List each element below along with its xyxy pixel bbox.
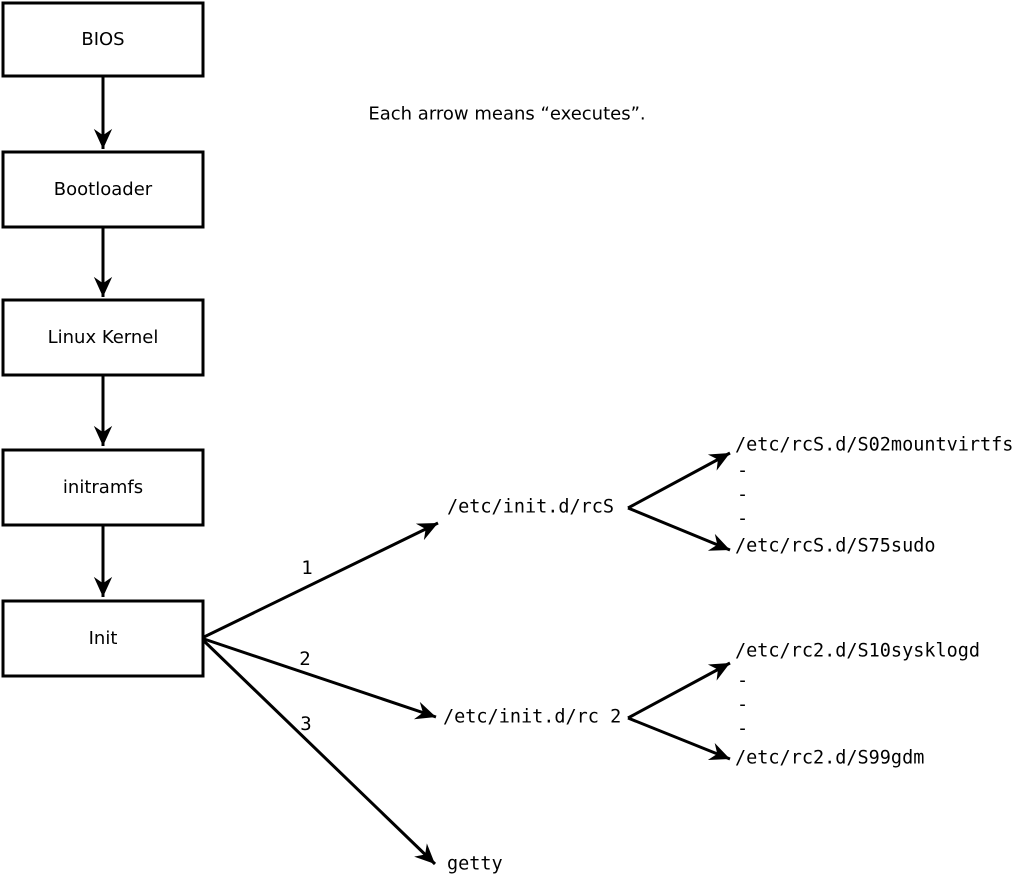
leaf-rc2-s10sysklogd: /etc/rc2.d/S10sysklogd — [735, 641, 980, 662]
chain-boxes: BIOS Bootloader Linux Kernel initramfs I… — [1, 1, 205, 678]
arrow-init-to-rc2-icon — [203, 637, 437, 720]
leaf-rcs-ellipsis-2: - — [737, 485, 748, 506]
box-init-label: Init — [89, 628, 118, 649]
box-bios-label: BIOS — [81, 29, 124, 50]
arrow-rc2-to-s99-icon — [627, 716, 731, 761]
leaf-rcs-s02mountvirtfs: /etc/rcS.d/S02mountvirtfs — [735, 435, 1013, 456]
branch-number-2: 2 — [299, 648, 310, 670]
diagram-caption: Each arrow means “executes”. — [368, 104, 645, 125]
box-initramfs — [1, 448, 205, 527]
box-bios — [1, 1, 205, 78]
arrow-rcs-to-s75-icon — [627, 506, 731, 552]
leaf-rc2-ellipsis-3: - — [737, 719, 748, 740]
box-bootloader-label: Bootloader — [54, 179, 153, 200]
box-initramfs-label: initramfs — [63, 477, 143, 498]
arrow-rc2-to-s10-icon — [627, 661, 731, 720]
init-branch-arrows — [202, 521, 439, 866]
rc2-children: /etc/rc2.d/S10sysklogd - - - /etc/rc2.d/… — [735, 641, 980, 769]
node-etc-init-d-rc2: /etc/init.d/rc 2 — [443, 707, 621, 728]
branch-number-3: 3 — [300, 713, 311, 735]
rc2-fork-arrows — [627, 661, 731, 761]
node-getty: getty — [447, 854, 503, 875]
node-etc-init-d-rcS: /etc/init.d/rcS — [447, 497, 614, 518]
box-linux-kernel — [1, 298, 205, 377]
arrow-init-to-getty-icon — [202, 639, 437, 866]
arrow-init-to-rcs-icon — [203, 521, 439, 639]
arrow-rcs-to-s02-icon — [627, 451, 731, 510]
leaf-rc2-s99gdm: /etc/rc2.d/S99gdm — [735, 748, 924, 769]
rcs-children: /etc/rcS.d/S02mountvirtfs - - - /etc/rcS… — [735, 435, 1013, 557]
leaf-rcs-ellipsis-1: - — [737, 461, 748, 482]
box-linux-kernel-label: Linux Kernel — [48, 327, 159, 348]
leaf-rc2-ellipsis-1: - — [737, 671, 748, 692]
box-init — [1, 599, 205, 678]
leaf-rcs-s75sudo: /etc/rcS.d/S75sudo — [735, 536, 935, 557]
branch-number-1: 1 — [301, 557, 312, 579]
leaf-rcs-ellipsis-3: - — [737, 509, 748, 530]
leaf-rc2-ellipsis-2: - — [737, 695, 748, 716]
rcs-fork-arrows — [627, 451, 731, 552]
